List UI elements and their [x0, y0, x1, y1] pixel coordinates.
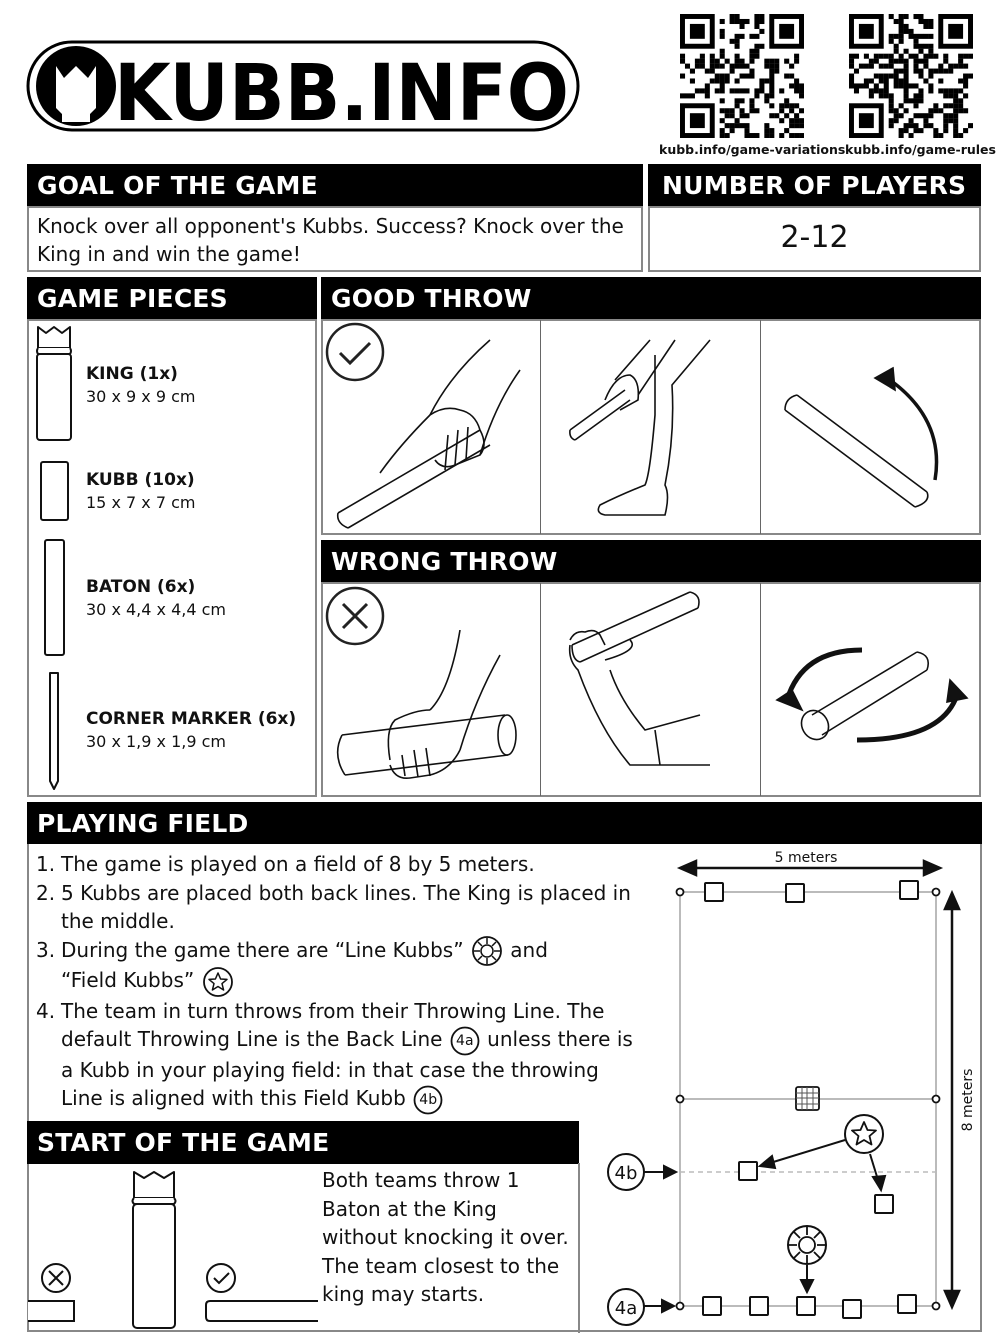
rule-number: 1. — [36, 852, 56, 876]
rule-text: The game is played on a field of 8 by 5 … — [61, 852, 535, 876]
rule-text: unless there is a Kubb in your playing f… — [61, 1027, 633, 1110]
length-label: 8 meters — [960, 1069, 976, 1132]
hand-grip-horizontal-illustration — [330, 630, 530, 790]
playing-field-rules: 1. The game is played on a field of 8 by… — [36, 850, 636, 1115]
wrong-throw-divider-1 — [321, 583, 541, 796]
width-arrow — [676, 859, 944, 877]
qr-label-variations[interactable]: kubb.info/game-variations — [659, 142, 846, 157]
kubb-icon — [39, 460, 71, 522]
players-value: 2-12 — [780, 220, 849, 255]
baton-spinning-horizontal-illustration — [772, 640, 972, 760]
piece-name-king: KING (1x) — [86, 364, 178, 384]
cross-icon — [325, 586, 387, 648]
qr-code-icon — [849, 14, 973, 138]
piece-size-baton: 30 x 4,4 x 4,4 cm — [86, 600, 226, 619]
field-diagram: 5 meters 8 meters — [600, 845, 980, 1330]
good-throw-divider-1 — [321, 320, 541, 534]
baton-end-over-end-rotation-illustration — [775, 360, 975, 520]
corner-markers — [675, 887, 941, 1311]
field-kubb-icon — [201, 966, 235, 997]
king-icon — [34, 324, 74, 444]
piece-size-corner-marker: 30 x 1,9 x 1,9 cm — [86, 732, 226, 751]
good-throw-header: GOOD THROW — [321, 277, 981, 320]
piece-name-corner-marker: CORNER MARKER (6x) — [86, 709, 297, 729]
start-text: Both teams throw 1 Baton at the King wit… — [322, 1168, 569, 1306]
start-box-right-border — [578, 1163, 580, 1333]
rule-text: “Field Kubbs” — [61, 968, 195, 992]
line-kubb-icon — [470, 936, 504, 966]
playing-field-header: PLAYING FIELD — [27, 802, 982, 845]
field-kubbs — [738, 1161, 894, 1214]
qr-label-rules[interactable]: kubb.info/game-rules — [845, 142, 996, 157]
hand-grip-vertical-illustration — [330, 335, 540, 535]
logo-text: KUBB.INFO — [114, 49, 569, 136]
rule-item: 2. 5 Kubbs are placed both back lines. T… — [36, 879, 636, 936]
piece-size-kubb: 15 x 7 x 7 cm — [86, 493, 196, 512]
piece-size-king: 30 x 9 x 9 cm — [86, 387, 196, 406]
badge-4b-icon: 4b — [412, 1085, 444, 1115]
baton-icon — [43, 538, 67, 658]
qr-code-icon — [680, 14, 804, 138]
rule-text: 5 Kubbs are placed both back lines. The … — [61, 880, 631, 934]
kubbs-top — [704, 880, 919, 903]
start-illustration — [28, 1164, 318, 1332]
corner-marker-icon — [46, 671, 62, 793]
good-throw-box — [321, 319, 981, 535]
rule-number: 4. — [36, 998, 56, 1023]
wrong-throw-header: WRONG THROW — [321, 540, 981, 583]
king-icon — [131, 1171, 177, 1329]
goal-header: GOAL OF THE GAME — [27, 164, 643, 207]
field-kubb-icon — [844, 1114, 884, 1154]
rule-text: The team in turn throws from their Throw… — [61, 998, 605, 1052]
logo: KUBB.INFO — [26, 36, 581, 136]
piece-name-baton: BATON (6x) — [86, 577, 196, 597]
svg-text:4a: 4a — [615, 1298, 637, 1319]
rule-item: 3. During the game there are “Line Kubbs… — [36, 936, 636, 997]
rule-number: 2. — [36, 880, 56, 905]
check-icon — [325, 322, 387, 384]
players-box — [648, 206, 981, 272]
rule-text: and — [510, 937, 548, 962]
underarm-swing-illustration — [560, 335, 750, 525]
king-marker — [795, 1086, 820, 1111]
goal-text: Knock over all opponent's Kubbs. Success… — [37, 214, 624, 266]
wrong-throw-box — [321, 582, 981, 797]
kubbs-bottom — [702, 1294, 917, 1319]
rule-text: During the game there are “Line Kubbs” — [61, 937, 464, 962]
width-label: 5 meters — [775, 850, 838, 866]
rule-item: 1. The game is played on a field of 8 by… — [36, 850, 636, 879]
wrong-throw-divider-2 — [541, 583, 761, 796]
qr-code-rules[interactable] — [849, 14, 973, 138]
rule-item: 4. The team in turn throws from their Th… — [36, 997, 636, 1115]
badge-4a-icon: 4a — [449, 1026, 481, 1056]
overhead-throw-illustration — [560, 590, 760, 790]
length-arrow — [943, 889, 961, 1311]
check-icon — [206, 1263, 236, 1293]
piece-name-kubb: KUBB (10x) — [86, 470, 195, 490]
svg-text:4b: 4b — [615, 1163, 638, 1184]
cross-icon — [41, 1263, 71, 1293]
players-header: NUMBER OF PLAYERS — [648, 164, 981, 207]
good-throw-divider-2 — [541, 320, 761, 534]
line-kubb-icon — [787, 1225, 827, 1265]
rule-number: 3. — [36, 937, 56, 962]
qr-code-variations[interactable] — [680, 14, 804, 138]
game-pieces-box — [27, 319, 317, 797]
game-pieces-header: GAME PIECES — [27, 277, 317, 320]
start-header: START OF THE GAME — [27, 1121, 579, 1164]
goal-box — [27, 206, 643, 272]
